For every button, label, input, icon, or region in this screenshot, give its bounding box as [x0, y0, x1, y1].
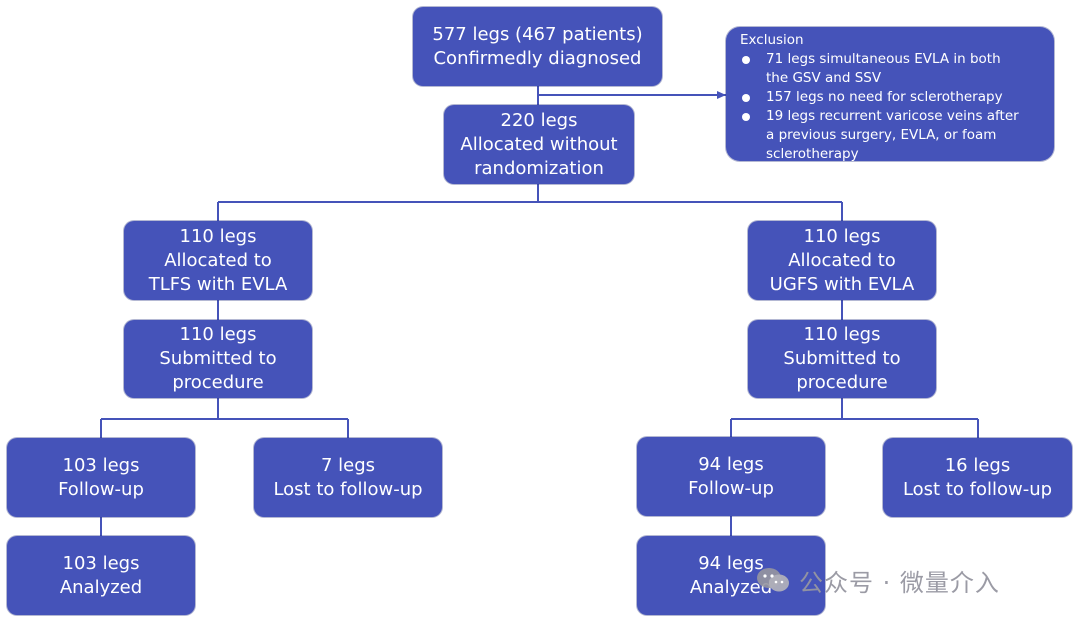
box-tlfs-analyzed: 103 legs Analyzed: [7, 536, 195, 615]
box-ugfs-followup: 94 legs Follow-up: [637, 437, 825, 516]
exclusion-item-line: the GSV and SSV: [766, 70, 882, 86]
box-line: 16 legs: [944, 454, 1011, 476]
box-line: procedure: [796, 372, 888, 393]
box-ugfs-analyzed: 94 legs Analyzed: [637, 536, 825, 615]
box-line: TLFS with EVLA: [148, 273, 288, 295]
box-ugfs-submitted: 110 legs Submitted to procedure: [748, 320, 936, 398]
box-line: Allocated to: [788, 249, 896, 271]
box-ugfs-allocated: 110 legs Allocated to UGFS with EVLA: [748, 221, 936, 300]
exclusion-item-line: sclerotherapy: [766, 146, 859, 162]
box-line: UGFS with EVLA: [769, 273, 915, 295]
box-line: 110 legs: [803, 225, 881, 247]
exclusion-item-line: a previous surgery, EVLA, or foam: [766, 127, 997, 143]
box-line: Submitted to: [159, 348, 277, 369]
box-line: 110 legs: [179, 225, 257, 247]
box-line: 94 legs: [698, 453, 764, 475]
exclusion-title: Exclusion: [740, 32, 804, 48]
exclusion-item-line: 157 legs no need for sclerotherapy: [766, 89, 1003, 105]
box-line: 220 legs: [500, 109, 578, 131]
exclusion-item-line: 19 legs recurrent varicose veins after: [766, 108, 1019, 124]
box-line: Submitted to: [783, 348, 901, 369]
box-confirmed-diagnosed: 577 legs (467 patients) Confirmedly diag…: [413, 7, 662, 86]
box-allocated-without-randomization: 220 legs Allocated without randomization: [444, 105, 634, 184]
box-tlfs-allocated: 110 legs Allocated to TLFS with EVLA: [124, 221, 312, 300]
box-line: Follow-up: [688, 477, 774, 499]
box-line: 94 legs: [698, 552, 764, 574]
box-tlfs-lost: 7 legs Lost to follow-up: [254, 438, 442, 517]
exclusion-item: 19 legs recurrent varicose veins after a…: [740, 107, 1044, 164]
exclusion-list: 71 legs simultaneous EVLA in both the GS…: [740, 50, 1044, 164]
box-line: 7 legs: [320, 454, 376, 476]
box-tlfs-submitted: 110 legs Submitted to procedure: [124, 320, 312, 398]
box-line: 103 legs: [62, 552, 140, 574]
box-line: Allocated to: [164, 249, 272, 271]
box-tlfs-followup: 103 legs Follow-up: [7, 438, 195, 517]
box-line: Allocated without: [460, 133, 618, 155]
box-line: Confirmedly diagnosed: [433, 47, 642, 69]
box-ugfs-lost: 16 legs Lost to follow-up: [883, 438, 1072, 517]
box-line: 577 legs (467 patients): [432, 23, 643, 45]
watermark-text: 公众号 · 微量介入: [799, 568, 1000, 597]
box-line: Lost to follow-up: [273, 478, 423, 500]
box-line: Analyzed: [59, 576, 143, 598]
box-line: 103 legs: [62, 454, 140, 476]
exclusion-item-line: 71 legs simultaneous EVLA in both: [766, 51, 1001, 67]
box-line: Lost to follow-up: [902, 478, 1053, 500]
box-line: 110 legs: [179, 324, 257, 345]
exclusion-item: 71 legs simultaneous EVLA in both the GS…: [740, 50, 1044, 88]
box-line: 110 legs: [803, 324, 881, 345]
box-line: Follow-up: [58, 478, 144, 500]
wechat-logo-icon: [757, 568, 789, 592]
box-line: Analyzed: [689, 576, 773, 598]
box-line: randomization: [474, 157, 604, 179]
box-exclusion: Exclusion 71 legs simultaneous EVLA in b…: [726, 27, 1054, 164]
exclusion-item: 157 legs no need for sclerotherapy: [740, 88, 1044, 107]
watermark: 公众号 · 微量介入: [755, 562, 1000, 598]
box-line: procedure: [172, 372, 264, 393]
